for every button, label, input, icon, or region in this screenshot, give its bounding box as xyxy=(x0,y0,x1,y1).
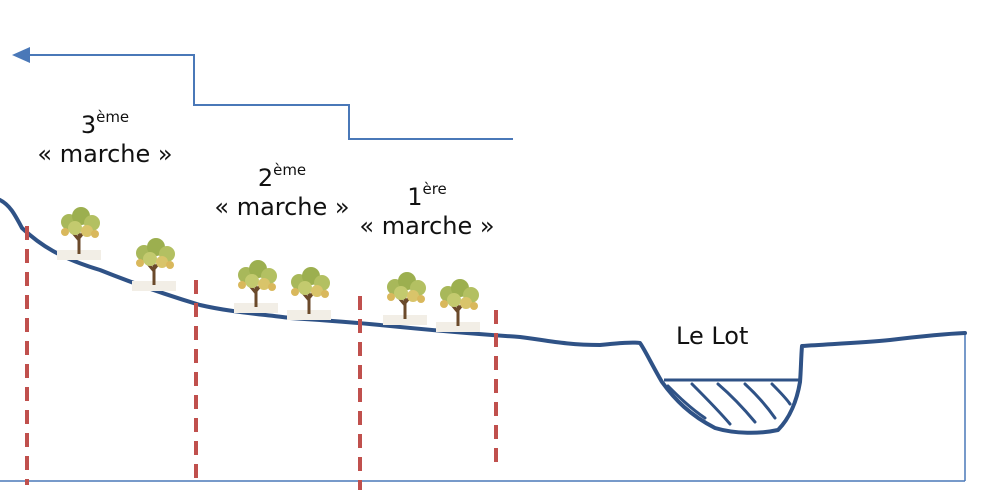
terrace-2-label: 2ème « marche » xyxy=(214,161,350,221)
vine-tree-icon xyxy=(381,270,429,327)
vine-tree-icon xyxy=(130,236,178,293)
vine-tree-icon xyxy=(434,277,482,334)
vine-tree-icon xyxy=(55,205,103,262)
vine-tree-icon xyxy=(232,258,280,315)
terrace-boundaries xyxy=(25,226,498,490)
river-label: Le Lot xyxy=(676,322,749,350)
terrace-3-label: 3ème « marche » xyxy=(37,108,173,168)
river-hatching xyxy=(666,382,792,426)
step-arrow-line xyxy=(28,54,513,140)
arrow-head-icon xyxy=(12,47,30,63)
vine-tree-icon xyxy=(285,265,333,322)
terrace-1-label: 1ère « marche » xyxy=(359,180,495,240)
